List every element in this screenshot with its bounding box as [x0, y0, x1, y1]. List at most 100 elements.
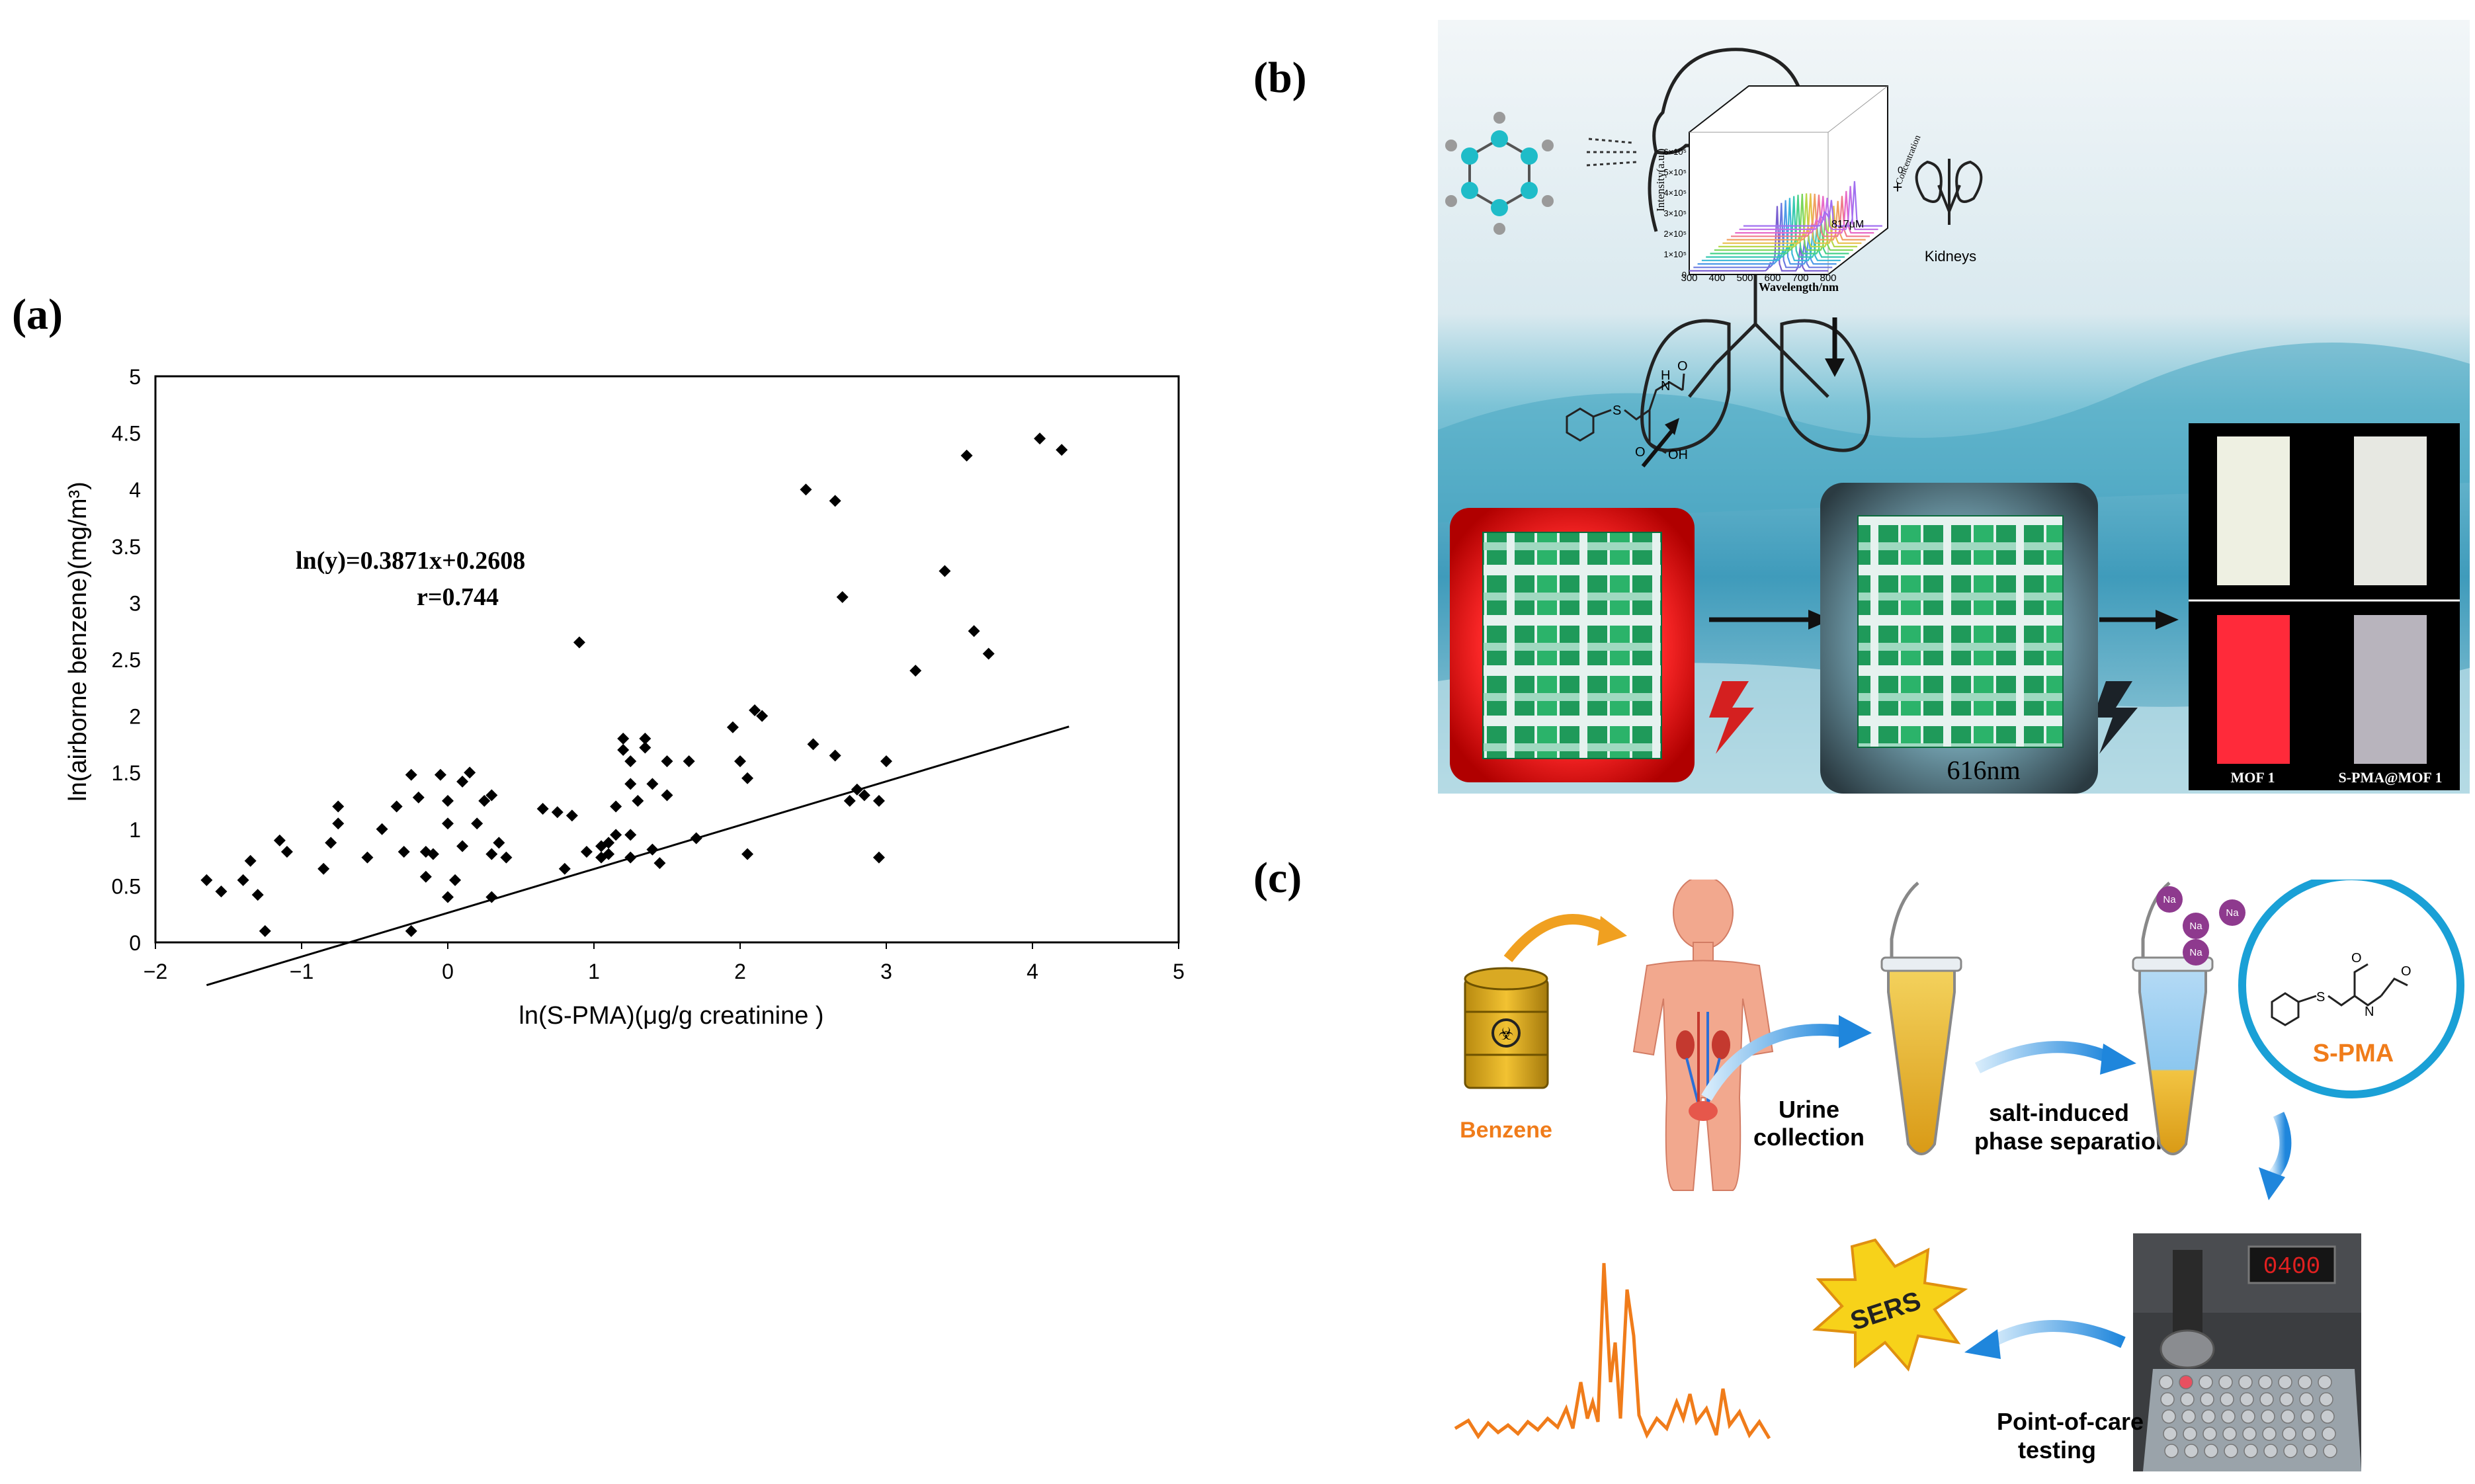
- well: [2281, 1409, 2295, 1424]
- human-body-icon: [1632, 876, 1774, 1191]
- data-point: [653, 857, 666, 870]
- strip-mof1-uv: [2217, 615, 2290, 764]
- spectrum-xtick: 700: [1792, 272, 1808, 284]
- data-point: [807, 738, 819, 751]
- sers-starburst-icon: [1812, 1238, 1968, 1372]
- data-point: [603, 837, 615, 849]
- regression-equation: ln(y)=0.3871x+0.2608: [296, 547, 525, 575]
- data-point: [259, 925, 271, 937]
- data-point: [1056, 444, 1068, 456]
- spma-label: S-PMA: [2313, 1040, 2394, 1067]
- blue-arrow-icon-1: [1701, 1024, 1847, 1101]
- spectrum-xtick: 800: [1820, 272, 1836, 284]
- well: [2224, 1444, 2238, 1458]
- well: [2200, 1392, 2214, 1407]
- spectrum-ytick: 2×10⁵: [1663, 229, 1687, 239]
- data-point: [237, 874, 249, 886]
- right-arrow-icon: [1709, 610, 1831, 630]
- data-point: [485, 848, 498, 860]
- data-point: [536, 802, 549, 815]
- data-point: [829, 749, 841, 762]
- well: [2318, 1375, 2332, 1389]
- svg-text:Na: Na: [2189, 947, 2202, 958]
- x-tick-label: 0: [442, 960, 454, 983]
- well: [2299, 1392, 2314, 1407]
- right-arrow-icon-2: [2099, 610, 2179, 630]
- well: [2179, 1375, 2193, 1389]
- well: [2279, 1392, 2294, 1407]
- well: [2181, 1409, 2196, 1424]
- data-point: [741, 772, 754, 784]
- blue-arrow-icon-2: [1974, 1041, 2113, 1074]
- spectrum-trace: [1701, 198, 1841, 261]
- data-point: [215, 885, 228, 897]
- spectrum-z-start: 0: [1898, 165, 1903, 176]
- data-point: [756, 710, 769, 722]
- spectrum-trace: [1739, 186, 1878, 230]
- data-point: [683, 755, 695, 768]
- data-point: [449, 874, 462, 886]
- fit-line: [206, 725, 1070, 987]
- data-point: [566, 809, 578, 822]
- data-point: [617, 732, 630, 745]
- correlation-r: r=0.744: [417, 583, 499, 611]
- data-point: [982, 647, 995, 660]
- panel-label-b: (b): [1253, 54, 1307, 102]
- data-point: [200, 874, 213, 886]
- data-point: [471, 817, 483, 830]
- plot-frame: [154, 375, 1180, 944]
- data-point: [646, 778, 659, 790]
- sers-spectrum-line: [1454, 1262, 1771, 1440]
- data-point: [580, 846, 593, 858]
- x-tick-label: −1: [290, 960, 314, 983]
- data-point: [478, 795, 491, 807]
- strip-mof1-visible: [2217, 436, 2290, 585]
- data-point: [419, 870, 432, 883]
- svg-text:Na: Na: [2189, 921, 2202, 932]
- data-point: [749, 704, 761, 717]
- well: [2240, 1392, 2254, 1407]
- data-point: [376, 823, 388, 835]
- data-point: [390, 800, 403, 813]
- svg-text:S: S: [1613, 403, 1621, 418]
- data-point: [280, 846, 293, 858]
- y-tick-label: 4: [129, 478, 141, 502]
- svg-text:N: N: [1661, 379, 1670, 393]
- y-tick-label: 3.5: [112, 535, 141, 559]
- svg-text:O: O: [1677, 359, 1688, 374]
- well: [2159, 1375, 2173, 1389]
- spectrum-ytick: 6×10⁵: [1663, 147, 1687, 157]
- data-point: [251, 889, 264, 901]
- data-point: [960, 449, 973, 462]
- spectrum-ytick: 0: [1682, 270, 1687, 280]
- well: [2180, 1392, 2195, 1407]
- well: [2322, 1426, 2336, 1441]
- spectrum-trace: [1735, 190, 1874, 234]
- y-tick-label: 3: [129, 591, 141, 615]
- spectrum-xtick: 300: [1681, 272, 1697, 284]
- data-point: [1034, 433, 1046, 445]
- well: [2161, 1409, 2176, 1424]
- data-point: [442, 817, 454, 830]
- well: [2262, 1426, 2277, 1441]
- emission-wavelength: 616nm: [1947, 755, 2020, 785]
- svg-text:H: H: [1661, 368, 1670, 383]
- kidneys-icon: [1915, 159, 1983, 225]
- data-point: [244, 854, 257, 867]
- svg-text:O: O: [2401, 964, 2412, 979]
- data-point: [361, 851, 374, 864]
- well: [2258, 1375, 2273, 1389]
- data-point: [412, 791, 425, 804]
- strip-spma-visible: [2354, 436, 2427, 585]
- data-point: [456, 840, 469, 852]
- data-point: [872, 795, 885, 807]
- well: [2202, 1426, 2217, 1441]
- well: [2244, 1444, 2258, 1458]
- sodium-ions-icon: Na Na Na Na: [2156, 886, 2245, 966]
- y-tick-label: 4.5: [112, 422, 141, 446]
- data-point: [726, 721, 739, 733]
- inhale-arrows: [1586, 138, 1637, 167]
- x-axis-label: ln(S-PMA)(μg/g creatinine ): [519, 1002, 823, 1030]
